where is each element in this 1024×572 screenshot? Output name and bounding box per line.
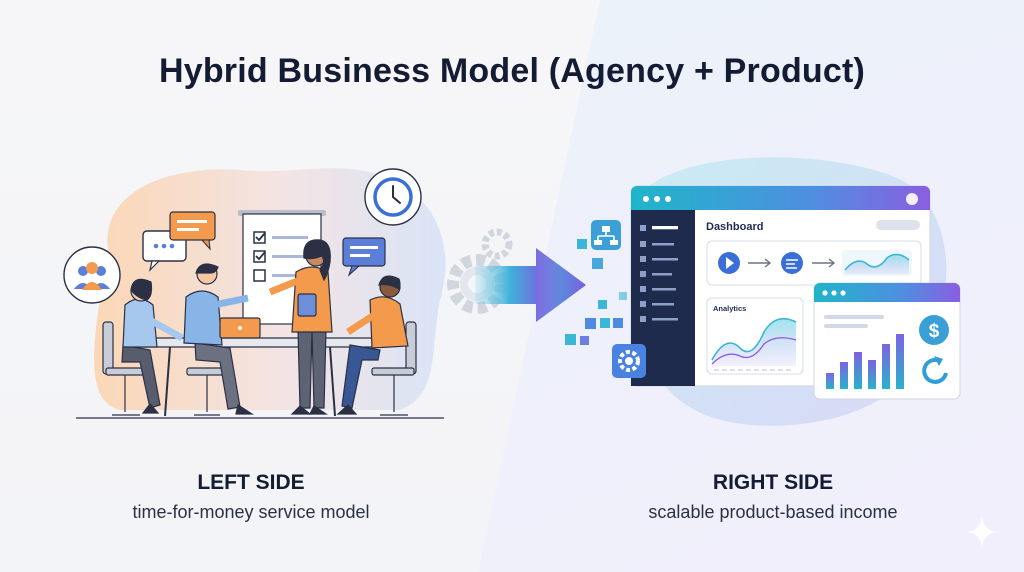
person-presenter [268, 239, 333, 415]
team-icon [63, 246, 121, 304]
refresh-icon [922, 356, 948, 384]
bar-chart [826, 334, 904, 389]
sparkle-icon [966, 516, 998, 548]
person-center [183, 263, 255, 415]
settings-gear-icon [612, 344, 646, 378]
right-side-caption: scalable product-based income [648, 502, 898, 522]
arrow-icon [475, 248, 586, 322]
page-title: Hybrid Business Model (Agency + Product) [158, 52, 866, 90]
dashboard-window [630, 185, 931, 387]
left-side-heading: LEFT SIDE [197, 471, 305, 494]
person-left [121, 278, 184, 414]
revenue-window: $ [813, 282, 961, 400]
dollar-icon: $ [919, 315, 949, 345]
right-side-heading: RIGHT SIDE [712, 471, 834, 494]
sitemap-icon [591, 220, 621, 250]
left-side-caption: time-for-money service model [132, 502, 370, 522]
laptop-icon [219, 317, 261, 339]
chair [186, 367, 228, 416]
dashboard-title: Dashboard [706, 221, 763, 233]
svg-text:$: $ [929, 321, 940, 342]
chat-bubble-icon [342, 237, 386, 277]
pixel-squares [565, 239, 627, 345]
analytics-label: Analytics [713, 304, 746, 313]
person-right [336, 275, 409, 415]
clock-icon [364, 168, 422, 226]
chair [371, 321, 417, 416]
checklist-icon [253, 231, 308, 282]
chat-bubble-icon [169, 211, 216, 251]
gear-icon [481, 228, 513, 260]
